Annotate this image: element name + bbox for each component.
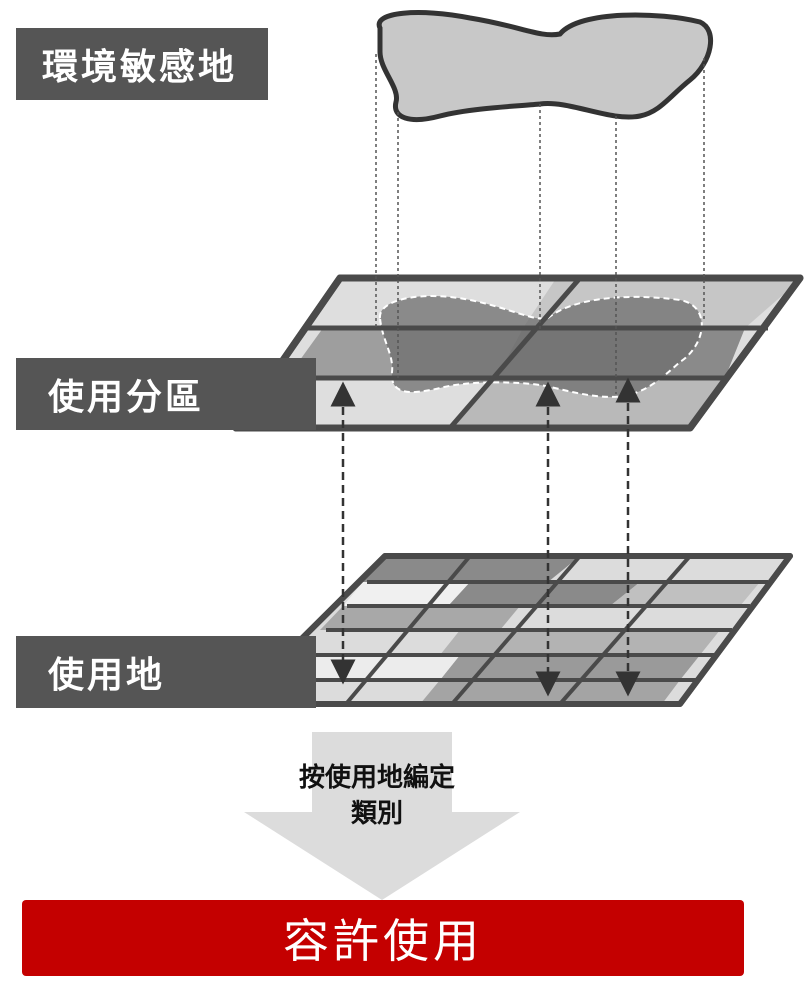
zone-cell-bottom-right bbox=[450, 378, 725, 428]
down-arrow bbox=[244, 732, 520, 900]
arrow-caption-line1: 按使用地編定 bbox=[298, 763, 455, 793]
zoning-label: 使用分區 bbox=[16, 358, 316, 430]
result-bar: 容許使用 bbox=[22, 900, 744, 976]
sensitive-area-blob bbox=[376, 10, 713, 122]
zoning-layer bbox=[232, 274, 804, 432]
environment-label: 環境敏感地 bbox=[16, 28, 268, 100]
result-label: 容許使用 bbox=[283, 914, 483, 968]
projection-lines bbox=[375, 54, 705, 394]
land-use-layer bbox=[233, 553, 793, 707]
land-use-label: 使用地 bbox=[16, 636, 316, 708]
arrow-caption-line2: 類別 bbox=[350, 799, 403, 829]
arrow-caption: 按使用地編定 類別 bbox=[262, 760, 492, 832]
projected-sensitive-area bbox=[378, 295, 703, 398]
correspondence-arrows bbox=[330, 377, 641, 697]
